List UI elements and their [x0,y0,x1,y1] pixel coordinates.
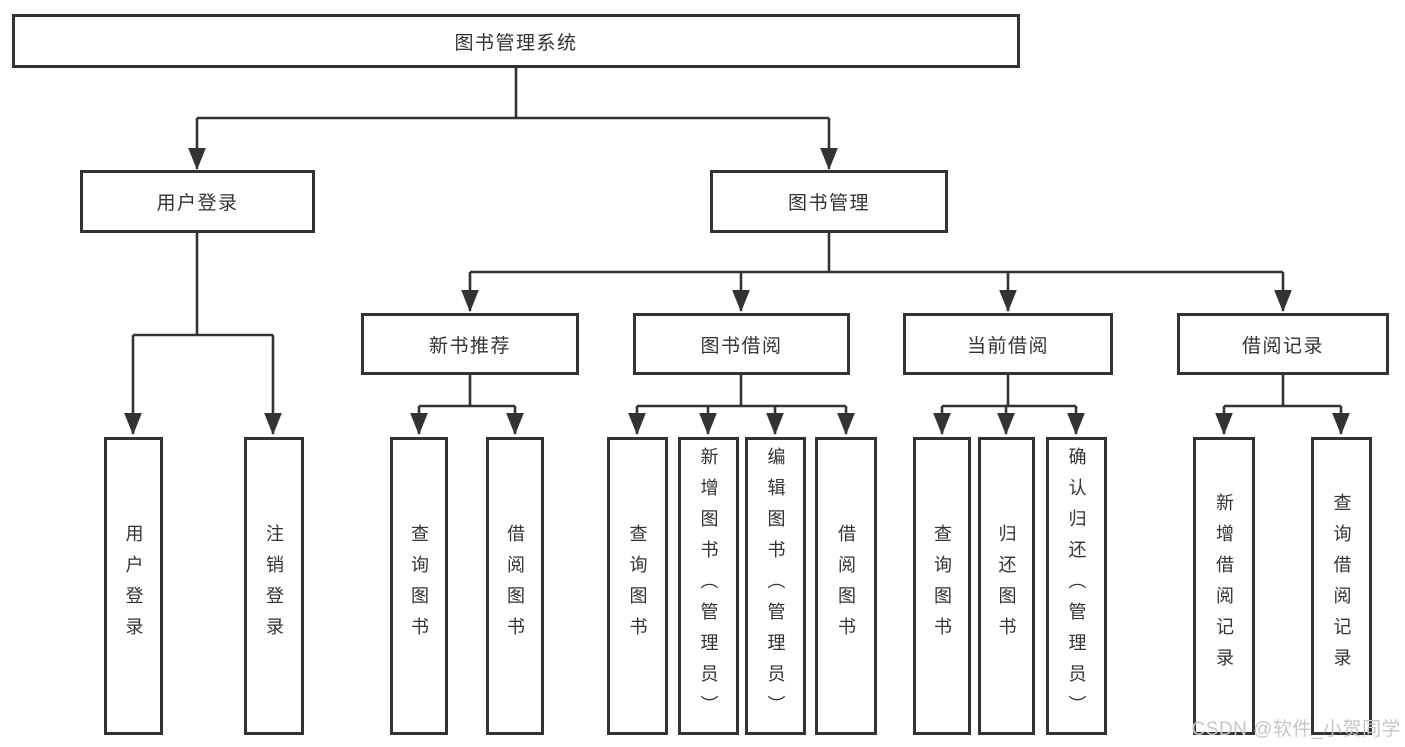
leaf-query-borrow-record: 查询借阅记录 [1311,437,1372,735]
node-book-borrowing: 图书借阅 [633,313,850,375]
leaf-recommend-query-books: 查询图书 [390,437,448,735]
leaf-edit-books-admin: 编辑图书（管理员） [745,437,806,735]
node-current-borrowing: 当前借阅 [903,313,1113,375]
leaf-return-books: 归还图书 [978,437,1035,735]
node-library-management-system: 图书管理系统 [12,14,1020,68]
leaf-add-borrow-record: 新增借阅记录 [1193,437,1255,735]
leaf-label: 查询借阅记录 [1331,493,1352,679]
node-user-login: 用户登录 [80,170,315,233]
leaf-label: 归还图书 [996,524,1017,648]
leaf-label: 编辑图书（管理员） [765,446,786,726]
leaf-label: 注销登录 [264,524,284,648]
node-label: 新书推荐 [428,335,511,357]
node-new-book-recommend: 新书推荐 [361,313,579,375]
leaf-confirm-return-admin: 确认归还（管理员） [1046,437,1107,735]
leaf-current-query-books: 查询图书 [913,437,971,735]
leaf-label: 查询图书 [409,524,429,648]
leaf-label: 借阅图书 [505,524,525,648]
leaf-label: 新增图书（管理员） [698,446,719,726]
leaf-label: 查询图书 [627,524,648,648]
node-label: 当前借阅 [966,335,1049,357]
leaf-logout: 注销登录 [244,437,304,735]
node-book-management: 图书管理 [710,170,948,233]
leaf-borrowing-query-books: 查询图书 [607,437,668,735]
node-label: 图书借阅 [700,335,783,357]
node-label: 用户登录 [156,193,239,214]
leaf-label: 新增借阅记录 [1214,493,1234,679]
leaf-label: 查询图书 [932,524,952,648]
node-label: 图书管理系统 [454,32,578,54]
leaf-user-login: 用户登录 [104,437,163,735]
csdn-watermark: CSDN @软件_小贺同学 [1191,719,1401,740]
node-borrowing-records: 借阅记录 [1177,313,1389,375]
node-label: 图书管理 [787,193,870,214]
leaf-borrowing-borrow-books: 借阅图书 [815,437,877,735]
node-label: 借阅记录 [1241,335,1324,357]
leaf-label: 用户登录 [123,524,144,648]
leaf-recommend-borrow-books: 借阅图书 [486,437,544,735]
leaf-label: 确认归还（管理员） [1066,446,1087,726]
leaf-add-books-admin: 新增图书（管理员） [678,437,739,735]
leaf-label: 借阅图书 [836,524,856,648]
